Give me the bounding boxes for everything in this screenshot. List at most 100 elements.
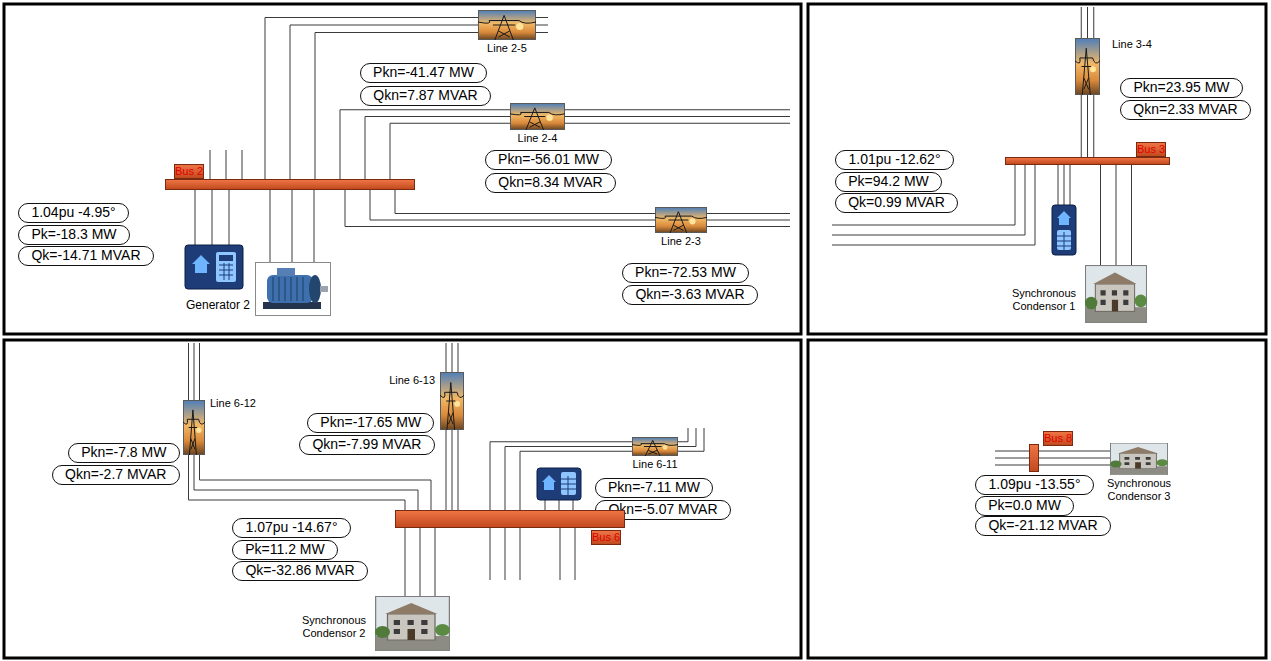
phase-wire <box>420 528 421 596</box>
value-pill: Qkn=2.33 MVAR <box>1120 100 1251 120</box>
roof <box>385 603 438 614</box>
value-text: Pk=0.0 MW <box>988 497 1061 514</box>
value-pill: Pkn=-7.8 MW <box>68 443 180 463</box>
phase-wire <box>292 190 293 262</box>
bus-bar: Bus 2 <box>165 179 415 190</box>
picture-frame <box>256 263 331 316</box>
wire <box>1081 7 1094 38</box>
door <box>1112 300 1118 312</box>
phase-wire <box>370 190 655 220</box>
wire <box>707 214 790 227</box>
line-label: Line 3-4 <box>1112 38 1152 51</box>
value-text: Pkn=-7.11 MW <box>608 479 700 496</box>
meter-block <box>1052 205 1076 255</box>
pylon <box>478 15 536 40</box>
tree <box>1156 459 1168 466</box>
value-pill: Pk=-18.3 MW <box>18 225 130 245</box>
calculator-icon <box>216 252 236 282</box>
phase-wire <box>405 528 406 596</box>
bus-label: Bus 8 <box>1043 431 1073 446</box>
value-pill: Qkn=-7.99 MVAR <box>299 435 435 455</box>
value-text: Qkn=-2.7 MVAR <box>65 466 167 483</box>
sun <box>196 428 201 433</box>
synchronous-condenser: Synchronous Condensor 2 <box>375 596 450 651</box>
line-picture <box>440 372 464 430</box>
picture-frame <box>376 597 450 651</box>
value-pill: 1.04pu -4.95° <box>18 203 129 223</box>
bus-bar: Bus 6 <box>395 510 625 528</box>
tree <box>1110 460 1122 467</box>
meter-wire <box>1058 165 1070 205</box>
building <box>1095 284 1134 311</box>
sun <box>663 445 668 450</box>
meter-body <box>537 468 581 500</box>
bus-label: Bus 6 <box>591 530 621 545</box>
line-picture <box>655 207 707 233</box>
value-pill: Pkn=-7.11 MW <box>595 478 713 498</box>
pylon <box>510 108 565 130</box>
machine-label: Synchronous Condensor 1 <box>1008 287 1080 313</box>
line-label: Line 2-4 <box>518 132 558 145</box>
panel-frame <box>808 4 1266 334</box>
meter-body <box>1052 205 1076 255</box>
line-label: Line 6-11 <box>632 458 677 471</box>
value-pill: Qk=-21.12 MVAR <box>975 516 1111 536</box>
line-picture <box>183 400 205 455</box>
sky <box>1076 39 1100 95</box>
picture-frame <box>1110 443 1167 474</box>
roof <box>1093 272 1136 284</box>
line-block: Line 6-13 <box>440 372 464 430</box>
building <box>1120 453 1157 468</box>
value-pill: Qkn=8.34 MVAR <box>485 173 616 193</box>
wire <box>832 165 1035 245</box>
phase-wire <box>1039 465 1110 466</box>
line-block: Line 3-4 <box>1075 38 1100 95</box>
phase-wire <box>452 430 453 510</box>
machine-base <box>263 302 321 309</box>
calculator-icon <box>1057 230 1071 250</box>
three-phase-connector <box>189 455 432 510</box>
sun <box>516 23 523 30</box>
sky <box>184 401 205 455</box>
synchronous-condenser: Synchronous Condensor 1 <box>1085 265 1147 323</box>
phase-wire <box>189 455 406 510</box>
three-phase-connector <box>270 190 314 262</box>
phase-wire <box>458 430 459 510</box>
value-text: Qk=-32.86 MVAR <box>245 562 355 579</box>
tree <box>1085 297 1097 310</box>
machine-end <box>309 275 321 303</box>
three-phase-connector <box>1081 95 1094 157</box>
meter-block <box>185 245 243 289</box>
bus-bar: Bus 8 <box>1029 444 1039 472</box>
value-pill: 1.01pu -12.62° <box>835 150 954 170</box>
phase-wire <box>1039 458 1110 459</box>
sky <box>479 11 536 40</box>
wire <box>446 343 458 372</box>
sun <box>454 401 460 407</box>
terminal-box <box>277 268 295 276</box>
meter-block <box>537 468 581 500</box>
value-text: 1.04pu -4.95° <box>31 204 116 221</box>
value-text: Pkn=-41.47 MW <box>373 64 474 81</box>
condenser-picture <box>1085 265 1147 323</box>
wire <box>189 343 200 400</box>
meter-body <box>185 245 243 289</box>
wire-stub <box>490 528 575 580</box>
bus-label: Bus 2 <box>174 164 204 179</box>
phase-wire <box>314 190 315 262</box>
value-text: Qkn=7.87 MVAR <box>373 87 478 104</box>
phase-wire <box>1100 165 1101 265</box>
line-picture <box>510 103 565 130</box>
calculator-screen <box>219 255 233 261</box>
machine-label: Synchronous Condensor 3 <box>1103 477 1175 503</box>
wire <box>565 110 790 124</box>
value-text: Pk=11.2 MW <box>245 541 325 558</box>
house-icon <box>1057 211 1071 225</box>
line-block: Line 2-4 <box>510 103 565 130</box>
sky <box>441 373 464 430</box>
value-pill: Pkn=-17.65 MW <box>307 413 434 433</box>
sky <box>511 104 565 130</box>
panel-frame <box>808 340 1266 658</box>
